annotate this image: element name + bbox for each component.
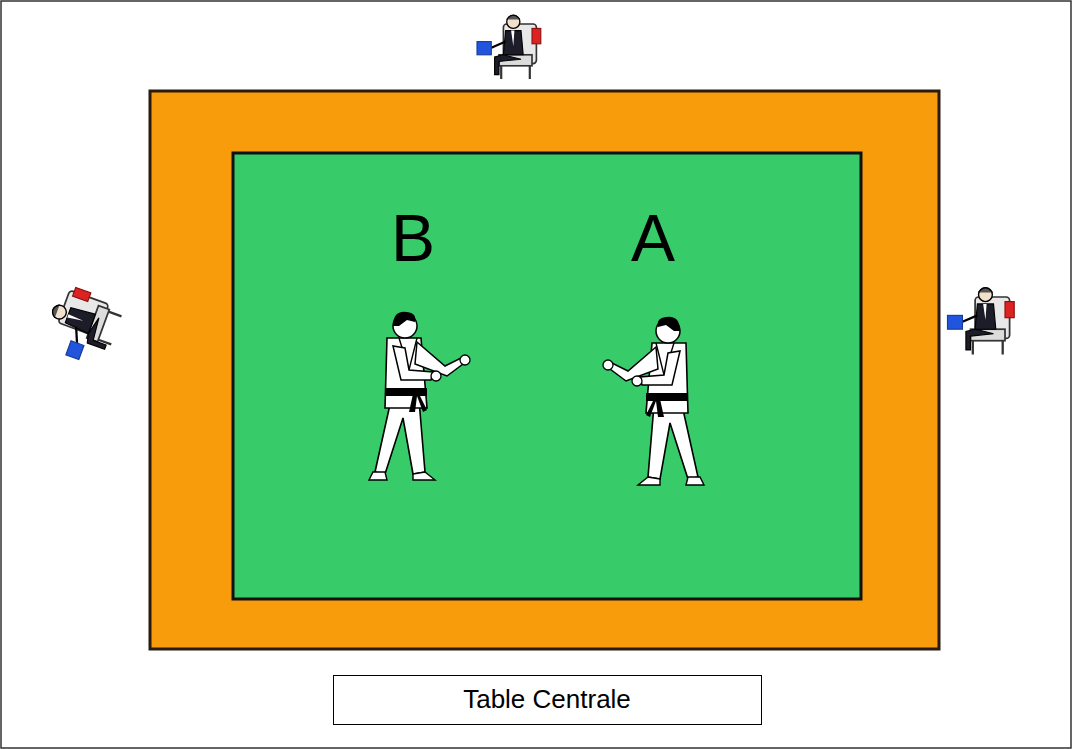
judoka-a: [603, 317, 704, 485]
judge-left: [40, 283, 125, 368]
judge-right: [948, 288, 1015, 355]
fighter-label: A: [631, 205, 675, 271]
table-box: Table Centrale: [333, 675, 762, 725]
judge-top: [477, 15, 541, 79]
judoka-b: [369, 312, 470, 480]
fighter-label: B: [391, 205, 435, 271]
table-label: Table Centrale: [463, 684, 631, 715]
